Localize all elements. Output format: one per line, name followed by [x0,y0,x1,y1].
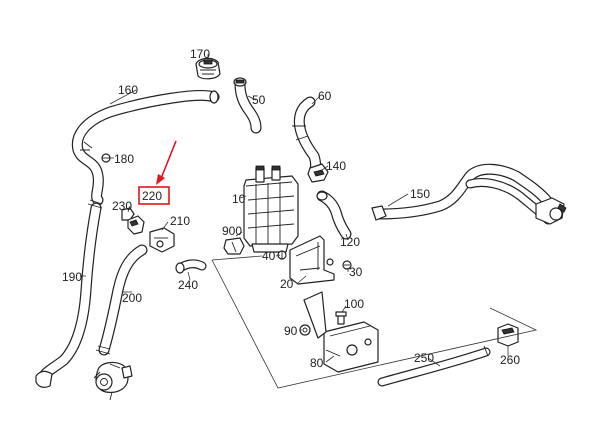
label-180: 180 [114,152,134,166]
clip-230 [121,207,135,221]
hose-50 [233,77,262,134]
control-unit-80 [303,291,379,373]
label-20: 20 [280,277,294,291]
hose-190 [35,199,103,388]
clip-170 [195,57,221,80]
label-150: 150 [410,187,430,201]
hose-120 [316,190,352,240]
label-900: 900 [222,224,242,238]
heater-block-10 [243,165,299,253]
connector-140 [307,163,329,183]
hose-60 [292,96,321,178]
bolt-30 [342,260,352,270]
group-outline [211,255,538,389]
hose-150 [371,163,567,225]
label-120: 120 [340,235,360,249]
elbow-240 [175,259,207,274]
highlight-box [138,186,170,205]
label-10: 10 [232,192,246,206]
label-50: 50 [252,93,266,107]
label-260: 260 [500,353,520,367]
sensor-900 [223,237,245,255]
hose-200 [95,244,148,356]
part-labels: 170 160 50 60 180 140 10 150 230 210 900… [62,47,520,370]
label-90: 90 [284,324,298,338]
label-30: 30 [349,265,363,279]
label-80: 80 [310,356,324,370]
bolt-100 [335,311,347,325]
hose-250 [377,345,491,387]
label-200: 200 [122,291,142,305]
label-240: 240 [178,278,198,292]
label-40: 40 [262,249,276,263]
hose-160 [71,90,220,206]
bracket-20 [289,235,335,285]
label-220: 220 [142,189,162,203]
leader-lines [80,54,509,367]
valve-210 [149,227,175,253]
label-210: 210 [170,214,190,228]
label-140: 140 [326,159,346,173]
highlight-220: 220 [138,140,177,205]
clip-180 [101,153,111,163]
label-170: 170 [190,47,210,61]
label-250: 250 [414,351,434,365]
pump [93,361,133,401]
highlight-arrow [159,140,177,182]
grommet-260 [497,323,519,347]
label-190: 190 [62,270,82,284]
valve-220 [127,215,145,235]
bolt-40 [277,250,287,260]
label-160: 160 [118,83,138,97]
highlight-arrow-head [156,174,165,185]
label-100: 100 [344,297,364,311]
label-230: 230 [112,199,132,213]
label-60: 60 [318,89,332,103]
